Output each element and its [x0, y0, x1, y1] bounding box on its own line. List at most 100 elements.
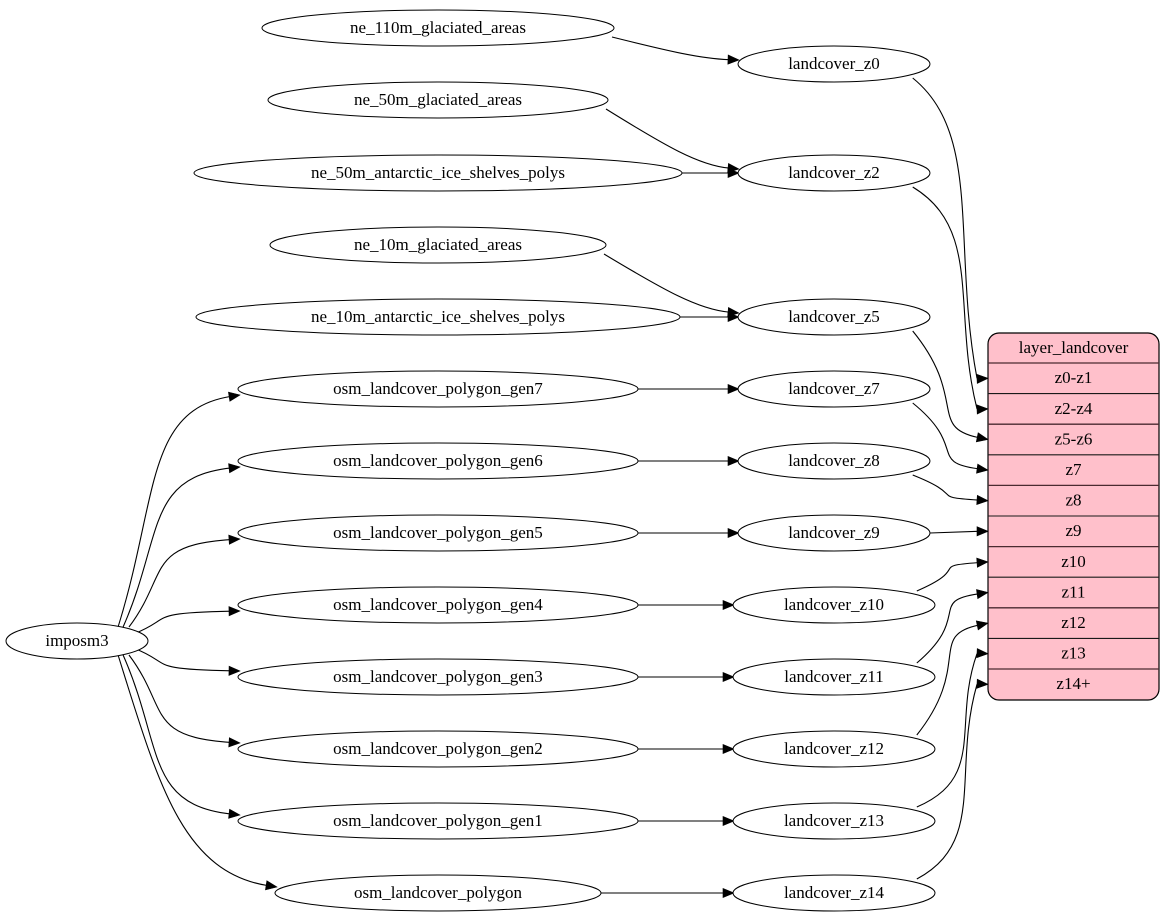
- node-label: ne_10m_glaciated_areas: [354, 235, 522, 254]
- edge-arrowhead: [976, 648, 989, 659]
- node-ellipse: [732, 586, 936, 624]
- table-row-label: z5-z6: [1055, 429, 1093, 448]
- edge-arrowhead: [228, 534, 241, 545]
- node-landcover_z2[interactable]: landcover_z2: [737, 154, 931, 192]
- table-row-label: z14+: [1056, 674, 1090, 693]
- node-landcover_z11[interactable]: landcover_z11: [732, 658, 936, 696]
- node-osm_landcover_polygon_gen4[interactable]: osm_landcover_polygon_gen4: [237, 586, 639, 624]
- edge-arrowhead: [228, 463, 241, 474]
- node-landcover_z9[interactable]: landcover_z9: [737, 514, 931, 552]
- node-osm_landcover_polygon_gen5[interactable]: osm_landcover_polygon_gen5: [237, 514, 639, 552]
- node-ellipse: [237, 802, 639, 840]
- node-ne_10m_glaciated_areas[interactable]: ne_10m_glaciated_areas: [269, 226, 607, 264]
- edge-arrowhead: [722, 815, 735, 827]
- node-ne_50m_antarctic_ice_shelves_polys[interactable]: ne_50m_antarctic_ice_shelves_polys: [193, 154, 683, 192]
- node-ellipse: [269, 226, 607, 264]
- node-label: ne_10m_antarctic_ice_shelves_polys: [311, 307, 565, 326]
- node-label: osm_landcover_polygon_gen6: [333, 451, 543, 470]
- node-ellipse: [274, 874, 602, 912]
- node-ellipse: [237, 730, 639, 768]
- node-landcover_z13[interactable]: landcover_z13: [732, 802, 936, 840]
- node-landcover_z5[interactable]: landcover_z5: [737, 298, 931, 336]
- edge-arrowhead: [722, 599, 735, 611]
- node-osm_landcover_polygon[interactable]: osm_landcover_polygon: [274, 874, 602, 912]
- node-landcover_z7[interactable]: landcover_z7: [737, 370, 931, 408]
- node-label: osm_landcover_polygon_gen7: [333, 379, 543, 398]
- edge-arrowhead: [976, 463, 989, 474]
- node-label: landcover_z2: [788, 163, 880, 182]
- node-label: landcover_z14: [784, 883, 885, 902]
- edges-layer: [117, 36, 989, 899]
- edge-landcover_z8-to-table-z8: [912, 474, 979, 501]
- edge-arrowhead: [976, 589, 989, 600]
- node-imposm3[interactable]: imposm3: [5, 622, 149, 660]
- node-ne_10m_antarctic_ice_shelves_polys[interactable]: ne_10m_antarctic_ice_shelves_polys: [195, 298, 681, 336]
- node-ellipse: [237, 586, 639, 624]
- nodes-layer: imposm3 ne_110m_glaciated_areas ne_50m_gla…: [5, 9, 936, 912]
- node-label: landcover_z13: [784, 811, 884, 830]
- node-ellipse: [737, 514, 931, 552]
- node-osm_landcover_polygon_gen3[interactable]: osm_landcover_polygon_gen3: [237, 658, 639, 696]
- edge-landcover_z5-to-table-z5-z6: [912, 330, 979, 439]
- edge-arrowhead: [975, 432, 989, 443]
- edge-landcover_z12-to-table-z12: [916, 624, 979, 736]
- node-landcover_z10[interactable]: landcover_z10: [732, 586, 936, 624]
- node-label: landcover_z5: [788, 307, 880, 326]
- layer-landcover-table[interactable]: layer_landcoverz0-z1z2-z4z5-z6z7z8z9z10z…: [987, 332, 1160, 701]
- node-ellipse: [195, 298, 681, 336]
- edge-landcover_z10-to-table-z10: [916, 562, 979, 592]
- edge-arrowhead: [727, 455, 740, 467]
- node-ellipse: [732, 730, 936, 768]
- node-landcover_z14[interactable]: landcover_z14: [732, 874, 936, 912]
- node-label: ne_50m_antarctic_ice_shelves_polys: [311, 163, 565, 182]
- node-label: landcover_z12: [784, 739, 884, 758]
- edge-arrowhead: [727, 311, 740, 323]
- table-row-label: z13: [1061, 644, 1086, 663]
- node-landcover_z12[interactable]: landcover_z12: [732, 730, 936, 768]
- node-landcover_z0[interactable]: landcover_z0: [737, 45, 931, 83]
- node-label: landcover_z0: [788, 54, 880, 73]
- edge-imposm3-to-osm_landcover_polygon: [117, 654, 269, 887]
- table-row-label: z8: [1065, 491, 1081, 510]
- table-row-label: z2-z4: [1055, 399, 1093, 418]
- edge-ne_50m_glaciated_areas-to-landcover_z2: [605, 108, 730, 169]
- node-ellipse: [737, 298, 931, 336]
- node-osm_landcover_polygon_gen6[interactable]: osm_landcover_polygon_gen6: [237, 442, 639, 480]
- node-ellipse: [737, 45, 931, 83]
- node-landcover_z8[interactable]: landcover_z8: [737, 442, 931, 480]
- node-ellipse: [237, 442, 639, 480]
- node-ellipse: [732, 658, 936, 696]
- edge-arrowhead: [976, 373, 989, 384]
- edge-arrowhead: [722, 887, 735, 899]
- node-label: landcover_z11: [784, 667, 883, 686]
- node-ne_110m_glaciated_areas[interactable]: ne_110m_glaciated_areas: [261, 9, 615, 47]
- edge-imposm3-to-osm_landcover_polygon_gen1: [122, 654, 232, 815]
- node-ellipse: [5, 622, 149, 660]
- node-ellipse: [267, 81, 609, 119]
- node-ne_50m_glaciated_areas[interactable]: ne_50m_glaciated_areas: [267, 81, 609, 119]
- edge-ne_110m_glaciated_areas-to-landcover_z0: [611, 36, 730, 61]
- node-osm_landcover_polygon_gen7[interactable]: osm_landcover_polygon_gen7: [237, 370, 639, 408]
- node-label: landcover_z7: [788, 379, 880, 398]
- edge-arrowhead: [228, 808, 241, 819]
- node-ellipse: [732, 802, 936, 840]
- node-osm_landcover_polygon_gen2[interactable]: osm_landcover_polygon_gen2: [237, 730, 639, 768]
- node-osm_landcover_polygon_gen1[interactable]: osm_landcover_polygon_gen1: [237, 802, 639, 840]
- node-label: osm_landcover_polygon_gen3: [333, 667, 543, 686]
- table-row-label: z7: [1065, 460, 1082, 479]
- table-row-label: z11: [1062, 582, 1086, 601]
- edge-arrowhead: [722, 671, 735, 683]
- edge-imposm3-to-osm_landcover_polygon_gen4: [133, 610, 232, 635]
- node-ellipse: [737, 154, 931, 192]
- node-ellipse: [237, 658, 639, 696]
- node-label: osm_landcover_polygon_gen2: [333, 739, 543, 758]
- edge-ne_10m_glaciated_areas-to-landcover_z5: [603, 253, 730, 313]
- edge-arrowhead: [976, 494, 989, 505]
- node-label: ne_110m_glaciated_areas: [350, 18, 526, 37]
- edge-arrowhead: [976, 678, 989, 689]
- node-label: osm_landcover_polygon: [354, 883, 523, 902]
- edge-arrowhead: [976, 557, 989, 568]
- edge-landcover_z14-to-table-z14+: [916, 684, 978, 880]
- node-ellipse: [737, 370, 931, 408]
